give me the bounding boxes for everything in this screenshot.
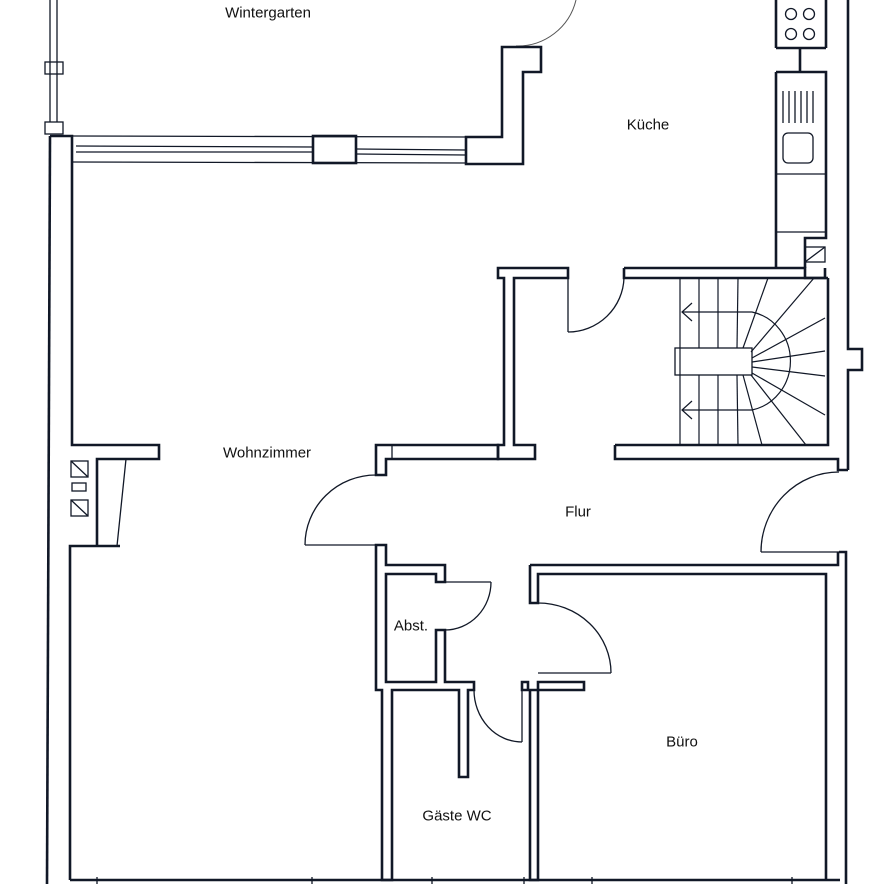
wall-wc-buero [520,680,586,882]
door-swing-flur-east [760,471,840,553]
stove-icon [784,7,816,41]
room-label-wintergarten: Wintergarten [225,4,311,22]
wall-stair-south [613,278,848,472]
room-label-flur: Flur [565,503,591,521]
wall-stair-north [622,268,828,280]
wall-buero-north [528,552,840,880]
fireplace [70,458,127,547]
door-swing-abst [444,581,492,631]
room-label-buero: Büro [666,733,698,751]
wall-east-lower [839,550,848,884]
window-band [71,134,467,165]
wintergarten-door-swing [515,0,577,47]
wall-kitchen-west [464,45,543,166]
door-swing-buero [537,602,612,674]
wall-south [70,877,840,884]
wall-wohnzimmer-east [374,543,476,882]
room-label-wohnzimmer: Wohnzimmer [222,444,312,462]
wall-east-exterior [846,0,864,470]
door-swing-flur-north [567,277,625,333]
wintergarten-glass-wall [44,0,64,135]
sink-icon [782,91,814,164]
wall-west-exterior [50,134,161,880]
room-label-abst: Abst. [393,617,429,635]
kitchen-counter [774,0,828,268]
room-label-kueche: Küche [626,116,670,134]
door-swing-wohnzimmer [304,474,377,546]
staircase [674,277,826,446]
wall-west-outer-line [45,135,52,884]
wall-wohnzimmer-east-top [374,443,500,477]
room-label-gaeste-wc: Gäste WC [422,807,492,825]
door-swing-gaeste-wc [473,689,523,743]
wall-stub-north [496,266,570,461]
wall-kitchen-south [624,266,827,280]
chimney-vent-icon [804,246,826,263]
